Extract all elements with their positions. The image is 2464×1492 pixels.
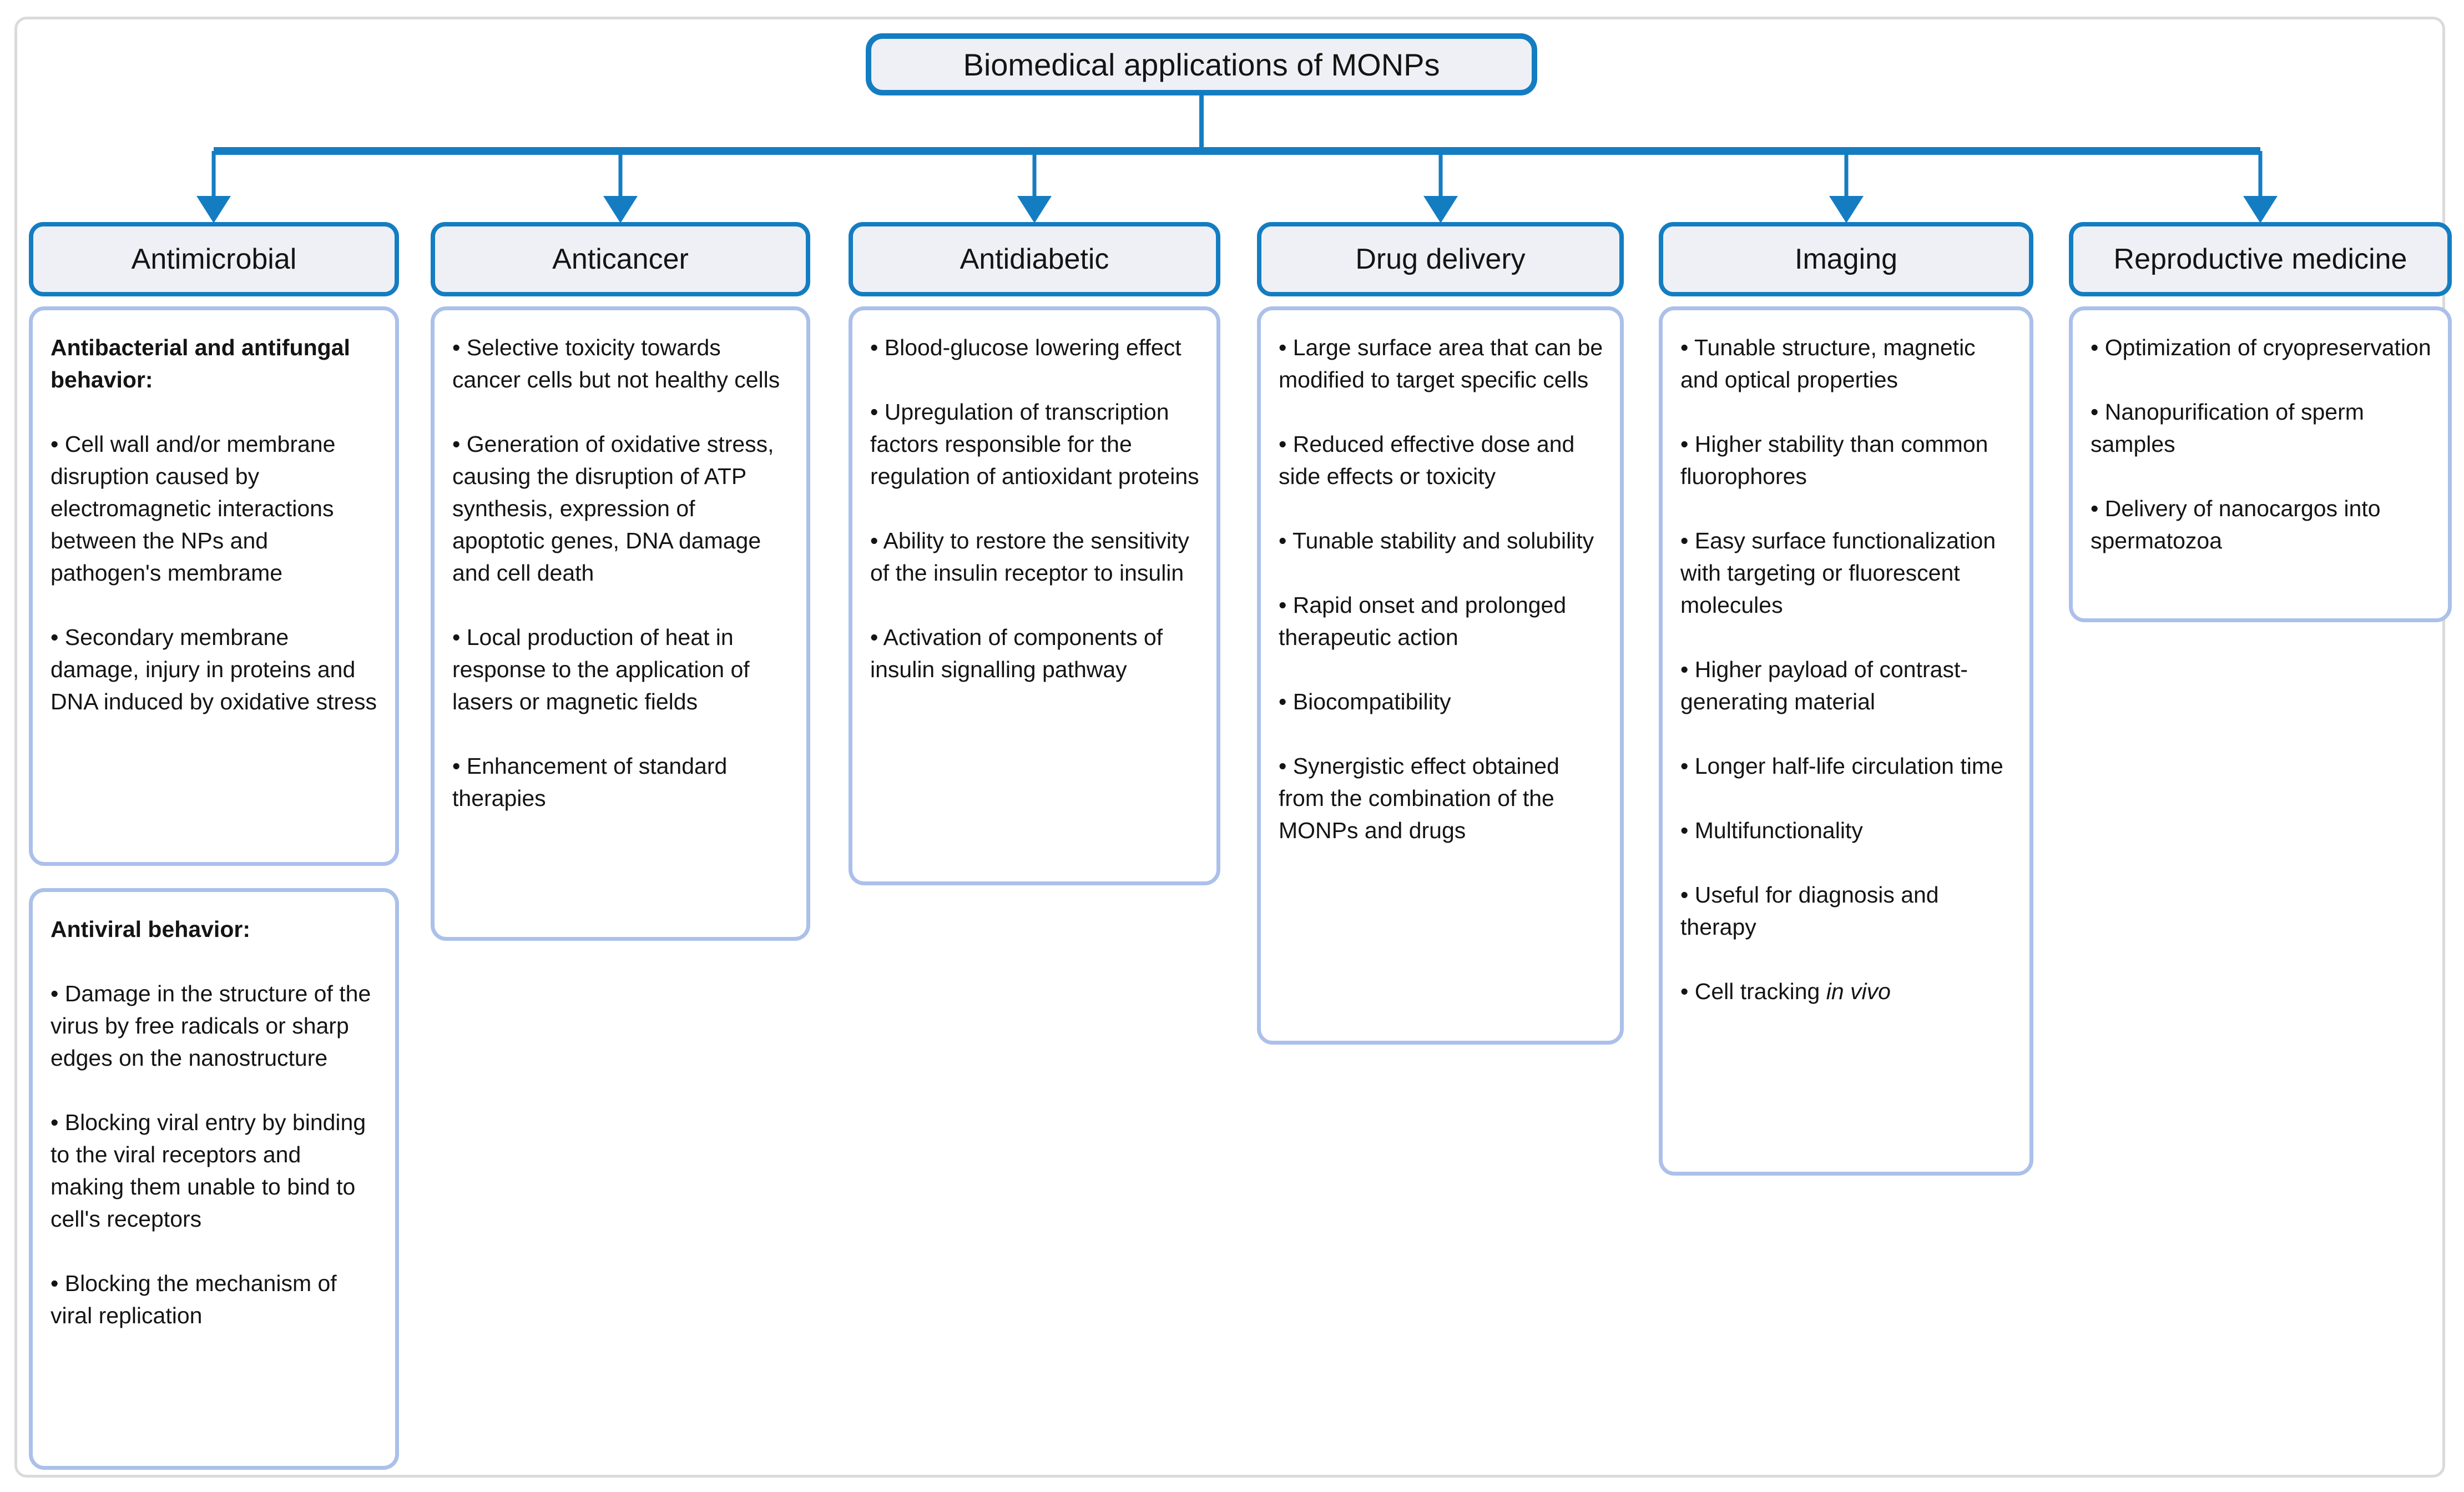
info-box-antimicrobial-2: Antiviral behavior: • Damage in the struc…	[29, 888, 399, 1470]
column-header-label: Antidiabetic	[960, 243, 1109, 275]
bullet-item: • Optimization of cryopreservation	[2091, 335, 2431, 360]
info-box-reproductive-medicine-1: • Optimization of cryopreservation • Nano…	[2069, 306, 2452, 622]
box-heading: Antiviral behavior:	[51, 916, 250, 942]
bullet-item: • Cell wall and/or membrane disruption c…	[51, 431, 336, 586]
column-header-label: Anticancer	[552, 243, 689, 275]
bullet-item: • Easy surface functionalization with ta…	[1680, 528, 1996, 618]
column-header-imaging: Imaging	[1659, 222, 2033, 296]
arrowhead-icon	[1017, 196, 1052, 223]
info-box-drug-delivery-1: • Large surface area that can be modifie…	[1257, 306, 1624, 1045]
box-heading: Antibacterial and antifungal behavior:	[51, 335, 350, 392]
connector-tree	[196, 95, 2278, 223]
bullet-item: • Reduced effective dose and side effect…	[1279, 431, 1575, 489]
column-header-anticancer: Anticancer	[431, 222, 810, 296]
bullet-item: • Generation of oxidative stress, causin…	[452, 431, 774, 586]
info-box-antimicrobial-1: Antibacterial and antifungal behavior: • …	[29, 306, 399, 866]
column-header-antimicrobial: Antimicrobial	[29, 222, 399, 296]
bullet-item: • Delivery of nanocargos into spermatozo…	[2091, 496, 2381, 553]
column-header-label: Drug delivery	[1355, 243, 1526, 275]
root-node-label: Biomedical applications of MONPs	[963, 47, 1440, 82]
bullet-text: • Cell tracking	[1680, 979, 1826, 1004]
root-node: Biomedical applications of MONPs	[866, 33, 1537, 95]
bullet-item: • Useful for diagnosis and therapy	[1680, 882, 1939, 940]
arrowhead-icon	[2243, 196, 2278, 223]
column-header-antidiabetic: Antidiabetic	[849, 222, 1220, 296]
bullet-item: • Large surface area that can be modifie…	[1279, 335, 1603, 392]
italic-term: in vivo	[1826, 979, 1891, 1004]
bullet-item: • Activation of components of insulin si…	[870, 624, 1163, 682]
bullet-item: • Secondary membrane damage, injury in p…	[51, 624, 377, 714]
bullet-item: • Longer half-life circulation time	[1680, 753, 2003, 779]
bullet-item: • Ability to restore the sensitivity of …	[870, 528, 1189, 586]
arrowhead-icon	[196, 196, 231, 223]
bullet-item: • Higher stability than common fluoropho…	[1680, 431, 1988, 489]
column-header-label: Reproductive medicine	[2113, 243, 2407, 275]
bullet-item: • Cell tracking in vivo	[1680, 975, 2013, 1007]
info-box-anticancer-1: • Selective toxicity towards cancer cell…	[431, 306, 810, 941]
column-header-label: Antimicrobial	[131, 243, 297, 275]
bullet-item: • Enhancement of standard therapies	[452, 753, 728, 811]
info-box-imaging-1: • Tunable structure, magnetic and optica…	[1659, 306, 2033, 1176]
bullet-item: • Upregulation of transcription factors …	[870, 399, 1199, 489]
bullet-item: • Blocking viral entry by binding to the…	[51, 1110, 366, 1232]
bullet-item: • Blocking the mechanism of viral replic…	[51, 1271, 337, 1328]
bullet-item: • Rapid onset and prolonged therapeutic …	[1279, 592, 1567, 650]
bullet-item: • Local production of heat in response t…	[452, 624, 750, 714]
bullet-item: • Biocompatibility	[1279, 689, 1451, 714]
info-box-antidiabetic-1: • Blood-glucose lowering effect • Upregul…	[849, 306, 1220, 885]
bullet-item: • Synergistic effect obtained from the c…	[1279, 753, 1559, 843]
bullet-item: • Multifunctionality	[1680, 818, 1863, 843]
arrowhead-icon	[1423, 196, 1458, 223]
bullet-item: • Higher payload of contrast-generating …	[1680, 657, 1968, 714]
bullet-item: • Tunable stability and solubility	[1279, 528, 1594, 553]
bullet-item: • Selective toxicity towards cancer cell…	[452, 335, 780, 392]
arrowhead-icon	[603, 196, 638, 223]
arrowhead-icon	[1829, 196, 1864, 223]
column-header-drug-delivery: Drug delivery	[1257, 222, 1624, 296]
bullet-item: • Damage in the structure of the virus b…	[51, 981, 371, 1071]
bullet-item: • Blood-glucose lowering effect	[870, 335, 1181, 360]
column-header-label: Imaging	[1795, 243, 1897, 275]
bullet-item: • Nanopurification of sperm samples	[2091, 399, 2364, 457]
bullet-item: • Tunable structure, magnetic and optica…	[1680, 335, 1976, 392]
column-header-reproductive-medicine: Reproductive medicine	[2069, 222, 2452, 296]
